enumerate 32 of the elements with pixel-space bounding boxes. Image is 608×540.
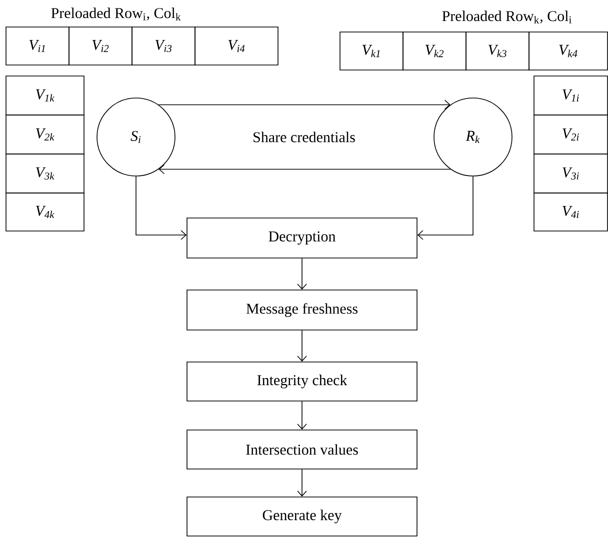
process-box: Message freshness — [186, 290, 418, 330]
process-box: Integrity check — [186, 362, 418, 402]
matrix-cell: V$_{1k}$ — [6, 76, 84, 116]
matrix-cell: V$_{k1}$ — [340, 32, 404, 70]
arrow — [158, 100, 450, 110]
matrix-cell: V$_{4k}$ — [6, 192, 84, 232]
arrow — [297, 330, 307, 362]
arrow — [158, 164, 451, 174]
arrow — [136, 176, 187, 240]
matrix-cell: V$_{i3}$ — [132, 26, 196, 66]
matrix-cell: V$_{k2}$ — [402, 32, 466, 70]
process-box: Intersection values — [186, 430, 418, 470]
matrix-heading: Preloaded Row$_{k}$, Col$_{i}$ — [442, 10, 572, 24]
arrow-label: Share credentials — [254, 132, 355, 142]
matrix-cell: V$_{3i}$ — [534, 154, 608, 194]
process-box: Decryption — [186, 218, 418, 258]
arrow — [297, 400, 307, 430]
arrow — [297, 468, 307, 497]
matrix-cell: V$_{i4}$ — [194, 26, 278, 66]
matrix-cell: V$_{i1}$ — [6, 26, 70, 66]
matrix-heading: Preloaded Row$_{i}$, Col$_{k}$ — [51, 8, 181, 20]
arrow — [297, 258, 307, 290]
matrix-cell: V$_{4i}$ — [534, 192, 608, 232]
matrix-cell: V$_{3k}$ — [6, 154, 84, 194]
matrix-cell: V$_{2k}$ — [6, 114, 84, 154]
matrix-cell: V$_{i2}$ — [68, 26, 132, 66]
matrix-cell: V$_{k3}$ — [466, 32, 530, 70]
matrix-cell: V$_{1i}$ — [534, 76, 608, 116]
matrix-cell: V$_{k4}$ — [528, 32, 608, 70]
arrow — [417, 176, 474, 240]
process-box: Generate key — [186, 496, 418, 536]
matrix-cell: V$_{2i}$ — [534, 114, 608, 154]
